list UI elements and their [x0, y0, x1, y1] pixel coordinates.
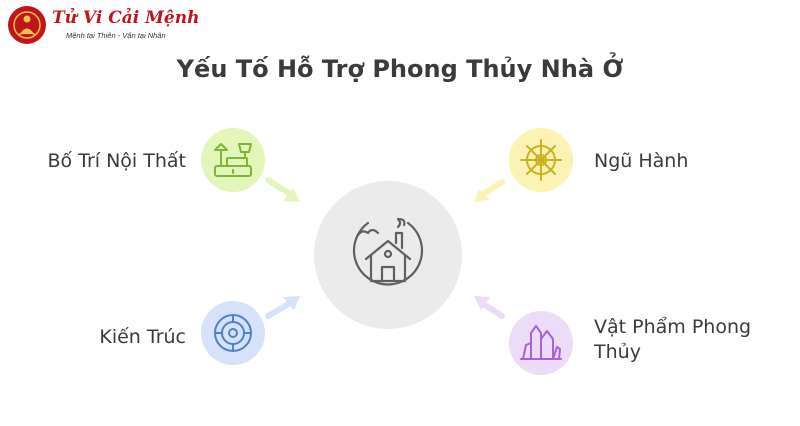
label-furniture: Bố Trí Nội Thất — [47, 150, 186, 172]
arrow-feng-shui-items — [479, 300, 505, 319]
logo-title: Tử Vi Cải Mệnh — [52, 8, 200, 28]
crystal-icon — [520, 325, 562, 360]
furniture-icon — [214, 143, 252, 177]
node-feng-shui-items — [509, 311, 573, 375]
site-logo[interactable]: Tử Vi Cải Mệnh Mệnh tại Thiên - Vận tại … — [6, 6, 206, 46]
dharma-wheel-icon — [520, 139, 562, 181]
central-hub — [314, 181, 462, 329]
page-title: Yếu Tố Hỗ Trợ Phong Thủy Nhà Ở — [176, 55, 624, 83]
buddha-icon — [8, 6, 46, 44]
house-icon — [352, 217, 424, 286]
compass-circle-icon — [214, 314, 252, 352]
logo-subtitle: Mệnh tại Thiên - Vận tại Nhân — [66, 31, 166, 40]
arrow-furniture — [265, 177, 293, 197]
label-architecture: Kiến Trúc — [99, 326, 186, 348]
label-five-elements: Ngũ Hành — [594, 150, 689, 172]
node-five-elements — [509, 128, 573, 192]
label-feng-shui-items: Vật Phẩm Phong Thủy — [594, 316, 752, 363]
node-furniture — [201, 128, 265, 192]
node-architecture — [201, 301, 265, 365]
arrow-five-elements — [479, 179, 505, 198]
arrow-architecture — [265, 300, 293, 319]
